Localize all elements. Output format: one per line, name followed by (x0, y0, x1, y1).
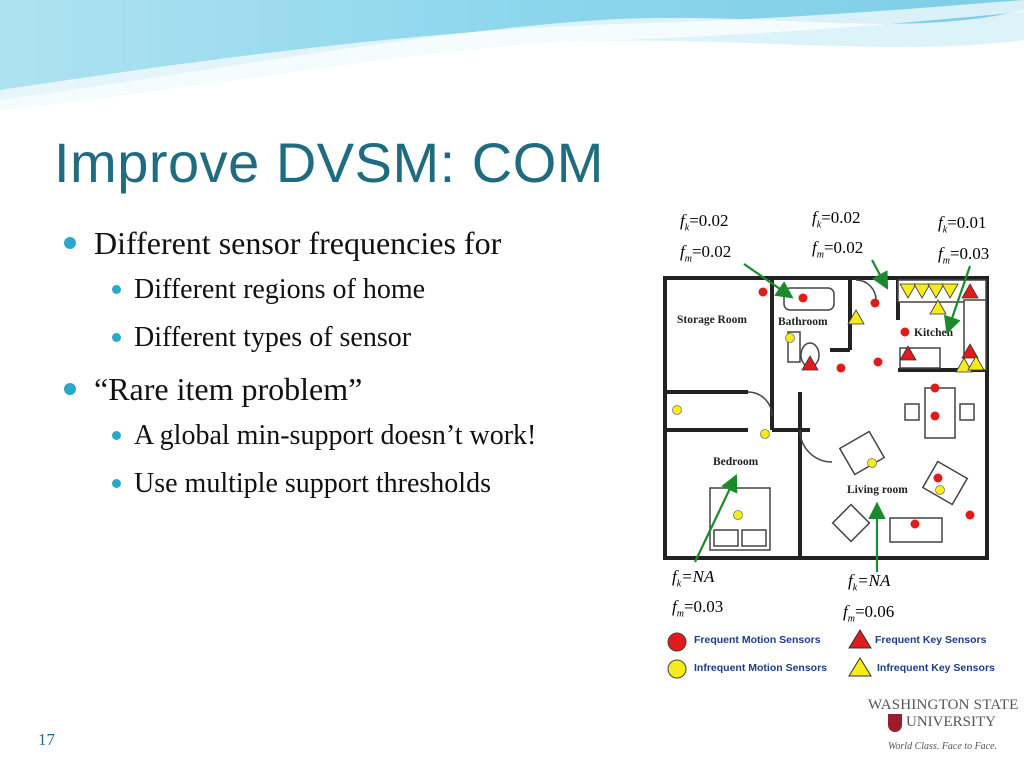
bullet-dot-icon (112, 285, 121, 294)
sensor-infrequent-key (967, 355, 985, 371)
legend-infrequent-key-label: Infrequent Key Sensors (877, 662, 995, 674)
legend-key-symbols (848, 629, 872, 677)
sensor-frequent-motion (900, 327, 910, 337)
sensor-frequent-motion (933, 473, 943, 483)
sensor-infrequent-motion (785, 333, 795, 343)
doors (747, 279, 877, 463)
annotation-living-fk: fk=NA (848, 571, 891, 594)
sensor-infrequent-motion (672, 405, 682, 415)
sensor-frequent-motion (910, 519, 920, 529)
sensor-infrequent-motion (733, 510, 743, 520)
sensor-infrequent-key (927, 283, 945, 299)
logo-tagline: World Class. Face to Face. (888, 741, 998, 752)
sensor-frequent-key (899, 345, 917, 361)
arrow-bath (743, 263, 794, 299)
room-label-bathroom: Bathroom (778, 316, 828, 328)
bullet-dot-icon (112, 479, 121, 488)
bullet-dot-icon (112, 333, 121, 342)
sub-bullet-item: Use multiple support thresholds (62, 466, 662, 502)
sensor-frequent-motion (965, 510, 975, 520)
bullet-text: Different sensor frequencies for (94, 225, 502, 261)
sensor-frequent-key (801, 355, 819, 371)
sub-bullet-text: A global min-support doesn’t work! (134, 420, 537, 451)
sensor-frequent-key (961, 343, 979, 359)
slide-title: Improve DVSM: COM (54, 131, 604, 194)
floor-plan: Storage Room Bathroom Kitchen Bedroom Li… (663, 276, 989, 560)
sensor-infrequent-key (941, 283, 959, 299)
bullet-item: Different sensor frequencies for (62, 222, 662, 264)
sensor-frequent-motion (798, 293, 808, 303)
bullet-list: Different sensor frequencies for Differe… (62, 222, 662, 514)
frequent-motion-sensors (758, 287, 975, 529)
legend-symbols (667, 632, 687, 679)
sensor-frequent-motion (758, 287, 768, 297)
bullet-dot-icon (112, 431, 121, 440)
arrow-kitchen (943, 265, 972, 335)
logo-line-2: UNIVERSITY (906, 714, 996, 730)
room-label-living: Living room (847, 484, 908, 496)
annotation-kitchen-fk: fk=0.01 (938, 213, 987, 236)
sensor-infrequent-key (913, 283, 931, 299)
header-wave-decoration (0, 0, 1024, 118)
bullet-text: “Rare item problem” (94, 371, 363, 407)
legend-infrequent-key-icon (848, 657, 872, 677)
logo-line-1: WASHINGTON STATE (868, 697, 1019, 713)
sensor-frequent-key (961, 283, 979, 299)
annotation-bedroom-fk: fk=NA (672, 567, 715, 590)
sub-bullet-text: Different regions of home (134, 274, 426, 305)
university-logo: WASHINGTON STATE UNIVERSITY World Class.… (868, 697, 1019, 752)
annotation-hall-fm: fm=0.02 (812, 238, 864, 261)
sensor-infrequent-motion (867, 458, 877, 468)
room-label-kitchen: Kitchen (914, 327, 954, 339)
annotation-bedroom-fm: fm=0.03 (672, 597, 724, 620)
sensor-frequent-motion (930, 411, 940, 421)
bullet-dot-icon (64, 237, 76, 249)
sensor-infrequent-key (929, 299, 947, 315)
annotation-bath-fk: fk=0.02 (680, 211, 729, 234)
frequent-key-sensors (801, 283, 979, 371)
annotation-kitchen-fm: fm=0.03 (938, 244, 990, 267)
sub-bullet-item: A global min-support doesn’t work! (62, 418, 662, 454)
sensor-frequent-motion (836, 363, 846, 373)
sensor-frequent-motion (870, 298, 880, 308)
bullet-dot-icon (64, 383, 76, 395)
living-furniture (831, 430, 969, 543)
arrow-hall (871, 259, 889, 290)
sub-bullet-text: Different types of sensor (134, 322, 412, 353)
sensor-infrequent-key (955, 357, 973, 373)
legend-frequent-motion-icon (667, 632, 687, 652)
arrow-bedroom (694, 474, 738, 563)
legend-frequent-motion-label: Frequent Motion Sensors (694, 634, 821, 646)
dining-set (904, 387, 975, 439)
bullet-item: “Rare item problem” (62, 368, 662, 410)
sensor-infrequent-motion (760, 429, 770, 439)
sensor-frequent-motion (930, 383, 940, 393)
legend-infrequent-motion-icon (667, 659, 687, 679)
sub-bullet-item: Different types of sensor (62, 320, 662, 356)
sub-bullet-item: Different regions of home (62, 272, 662, 308)
sub-bullet-text: Use multiple support thresholds (134, 468, 491, 499)
sensor-infrequent-key (847, 309, 865, 325)
legend-infrequent-motion-label: Infrequent Motion Sensors (694, 662, 828, 674)
legend-frequent-key-label: Frequent Key Sensors (875, 634, 987, 646)
sensor-frequent-motion (873, 357, 883, 367)
room-label-storage: Storage Room (677, 314, 747, 326)
sensor-infrequent-key (899, 283, 917, 299)
annotation-hall-fk: fk=0.02 (812, 208, 861, 231)
legend-frequent-key-icon (848, 629, 872, 649)
sensor-infrequent-motion (935, 485, 945, 495)
cougar-seal-icon (888, 714, 902, 732)
infrequent-motion-sensors (672, 333, 945, 520)
annotation-bath-fm: fm=0.02 (680, 242, 732, 265)
infrequent-key-sensors (847, 283, 985, 373)
page-number: 17 (38, 730, 55, 749)
room-label-bedroom: Bedroom (713, 456, 759, 468)
annotation-living-fm: fm=0.06 (843, 602, 895, 625)
